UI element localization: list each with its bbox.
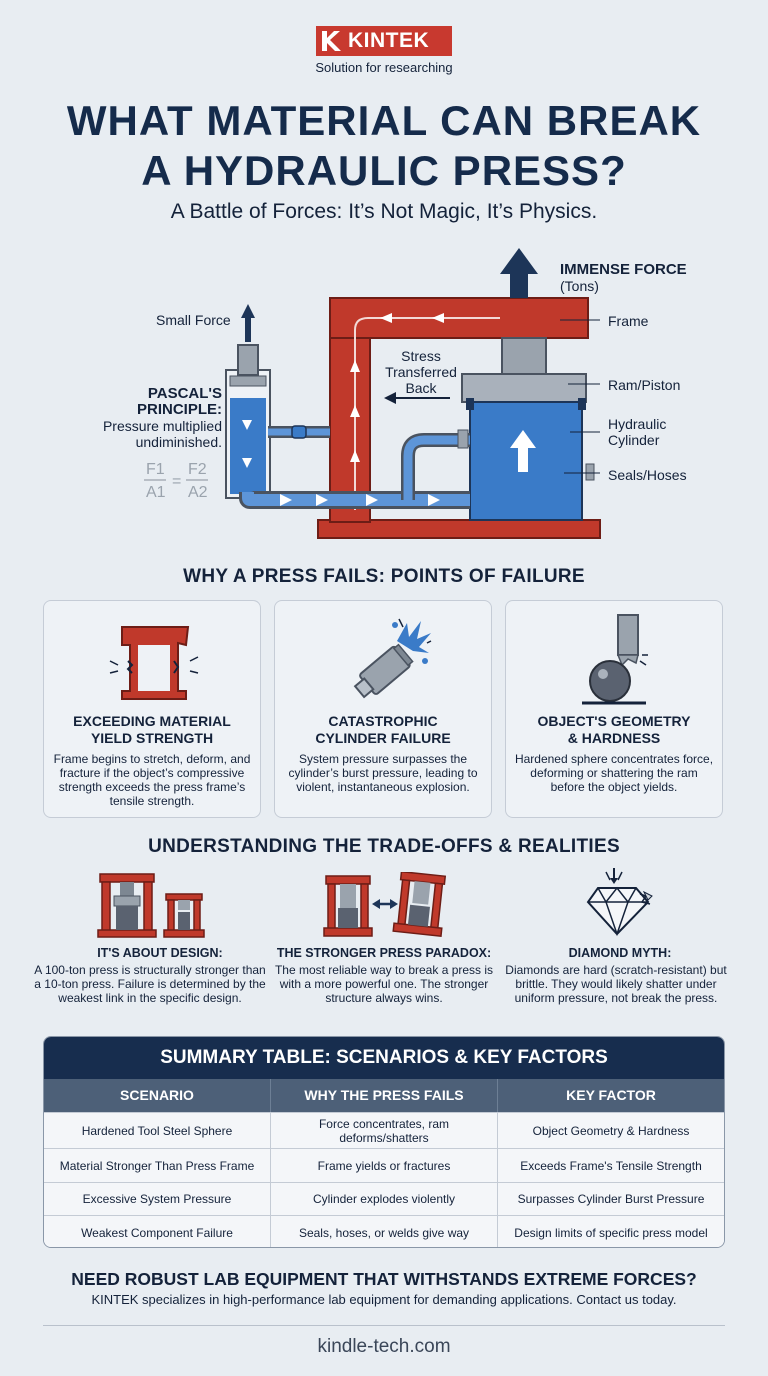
column-header: SCENARIO xyxy=(44,1079,271,1112)
tradeoff-description: Diamonds are hard (scratch-resistant) bu… xyxy=(505,963,727,1005)
cta-title: NEED ROBUST LAB EQUIPMENT THAT WITHSTAND… xyxy=(71,1269,697,1289)
table-row: Material Stronger Than Press Frame Frame… xyxy=(44,1148,724,1182)
table-cell: Object Geometry & Hardness xyxy=(532,1123,690,1138)
table-cell: Cylinder explodes violently xyxy=(271,1183,498,1215)
title-line-2: A HYDRAULIC PRESS? xyxy=(141,147,627,194)
stress-line-1: Stress xyxy=(401,348,441,364)
website-link[interactable]: kindle-tech.com xyxy=(317,1336,451,1357)
card-title-line-2: CYLINDER FAILURE xyxy=(315,730,451,746)
table-cell: Exceeds Frame's Tensile Strength xyxy=(520,1158,702,1173)
label-small-force: Small Force xyxy=(156,312,231,328)
table-cell: Design limits of specific press model xyxy=(514,1225,708,1240)
hydraulic-press-diagram: F1 A1 = F2 A2 xyxy=(144,248,601,539)
brand-tagline: Solution for researching xyxy=(315,60,453,75)
table-header-row: SCENARIO WHY THE PRESS FAILS KEY FACTOR xyxy=(44,1079,724,1112)
tradeoff-description: The most reliable way to break a press i… xyxy=(274,963,494,1005)
label-seals-hoses: Seals/Hoses xyxy=(608,467,687,483)
tradeoff-title: DIAMOND MYTH: xyxy=(568,946,672,960)
column-header: KEY FACTOR xyxy=(566,1087,656,1103)
failure-card: OBJECT'S GEOMETRY & HARDNESS Hardened sp… xyxy=(505,600,723,818)
table-row: Weakest Component Failure Seals, hoses, … xyxy=(44,1215,724,1247)
table-cell: Hardened Tool Steel Sphere xyxy=(44,1113,271,1148)
card-description: System pressure surpasses the cylinder’s… xyxy=(288,752,478,794)
tradeoff-title: THE STRONGER PRESS PARADOX: xyxy=(276,946,492,960)
cylinder-line-1: Hydraulic xyxy=(608,416,667,432)
card-title: CATASTROPHIC CYLINDER FAILURE xyxy=(275,713,491,747)
table-cell: Excessive System Pressure xyxy=(44,1183,271,1215)
formula-f1: F1 xyxy=(146,461,165,478)
card-title-line-1: EXCEEDING MATERIAL xyxy=(73,713,231,729)
stress-line-2: Transferred xyxy=(385,364,457,380)
broken-frame-icon xyxy=(109,626,199,700)
immense-force-text: IMMENSE FORCE xyxy=(560,261,687,278)
card-title-line-1: CATASTROPHIC xyxy=(328,713,438,729)
formula-equals: = xyxy=(172,473,181,490)
formula-a1: A1 xyxy=(146,484,166,501)
table-cell: Seals, hoses, or welds give way xyxy=(271,1216,498,1247)
label-stress-transferred: Stress Transferred Back xyxy=(381,348,461,396)
page-subtitle: A Battle of Forces: It’s Not Magic, It’s… xyxy=(170,200,598,223)
tradeoffs-heading: UNDERSTANDING THE TRADE-OFFS & REALITIES xyxy=(148,836,620,857)
press-vs-press-icon xyxy=(323,872,446,937)
tradeoff-title: IT'S ABOUT DESIGN: xyxy=(97,946,223,960)
tradeoff-description: A 100-ton press is structurally stronger… xyxy=(34,963,266,1005)
label-frame: Frame xyxy=(608,313,649,329)
cylinder-line-2: Cylinder xyxy=(608,432,660,448)
summary-table: SUMMARY TABLE: SCENARIOS & KEY FACTORS S… xyxy=(43,1036,725,1248)
formula-a2: A2 xyxy=(188,484,208,501)
exploding-cylinder-icon xyxy=(353,618,432,699)
immense-force-unit: (Tons) xyxy=(560,278,599,294)
formula-f2: F2 xyxy=(188,461,207,478)
table-cell: Weakest Component Failure xyxy=(44,1216,271,1247)
card-title: OBJECT'S GEOMETRY & HARDNESS xyxy=(506,713,722,747)
card-title: EXCEEDING MATERIAL YIELD STRENGTH xyxy=(44,713,260,747)
column-header: WHY THE PRESS FAILS xyxy=(271,1079,498,1112)
brand-logo: KINTEK xyxy=(316,26,452,56)
stress-line-3: Back xyxy=(405,380,437,396)
card-title-line-2: YIELD STRENGTH xyxy=(90,730,214,746)
table-row: Excessive System Pressure Cylinder explo… xyxy=(44,1182,724,1215)
table-cell: Material Stronger Than Press Frame xyxy=(44,1149,271,1182)
divider xyxy=(43,1325,725,1326)
pascal-line-2: PRINCIPLE: xyxy=(136,401,222,418)
card-description: Frame begins to stretch, deform, and fra… xyxy=(53,752,251,808)
table-heading: SUMMARY TABLE: SCENARIOS & KEY FACTORS xyxy=(44,1037,724,1079)
card-title-line-1: OBJECT'S GEOMETRY xyxy=(537,713,691,729)
pascal-principle: PASCAL'S PRINCIPLE: Pressure multiplied … xyxy=(60,385,222,451)
table-cell: Surpasses Cylinder Burst Pressure xyxy=(517,1192,705,1206)
kintek-logo-icon xyxy=(316,26,346,56)
pascal-line-1: PASCAL'S xyxy=(147,385,222,402)
brand-name: KINTEK xyxy=(348,29,430,52)
table-cell: Frame yields or fractures xyxy=(271,1149,498,1182)
sphere-ram-icon xyxy=(582,614,648,705)
two-presses-icon xyxy=(97,873,205,938)
label-hydraulic-cylinder: Hydraulic Cylinder xyxy=(608,416,666,448)
pascal-desc-2: undiminished. xyxy=(135,434,222,450)
card-description: Hardened sphere concentrates force, defo… xyxy=(514,752,714,794)
title-line-1: WHAT MATERIAL CAN BREAK xyxy=(66,97,702,144)
card-title-line-2: & HARDNESS xyxy=(567,730,661,746)
failures-heading: WHY A PRESS FAILS: POINTS OF FAILURE xyxy=(183,566,585,587)
label-ram-piston: Ram/Piston xyxy=(608,377,681,393)
pascal-desc-1: Pressure multiplied xyxy=(102,418,222,434)
failure-card: EXCEEDING MATERIAL YIELD STRENGTH Frame … xyxy=(43,600,261,818)
table-cell: Force concentrates, ram deforms/shatters xyxy=(271,1113,498,1148)
page-title: WHAT MATERIAL CAN BREAK A HYDRAULIC PRES… xyxy=(20,96,748,196)
failure-card: CATASTROPHIC CYLINDER FAILURE System pre… xyxy=(274,600,492,818)
cta-description: KINTEK specializes in high-performance l… xyxy=(91,1292,677,1307)
label-immense-force: IMMENSE FORCE (Tons) xyxy=(560,261,687,295)
diamond-icon xyxy=(586,868,653,937)
table-row: Hardened Tool Steel Sphere Force concent… xyxy=(44,1112,724,1148)
